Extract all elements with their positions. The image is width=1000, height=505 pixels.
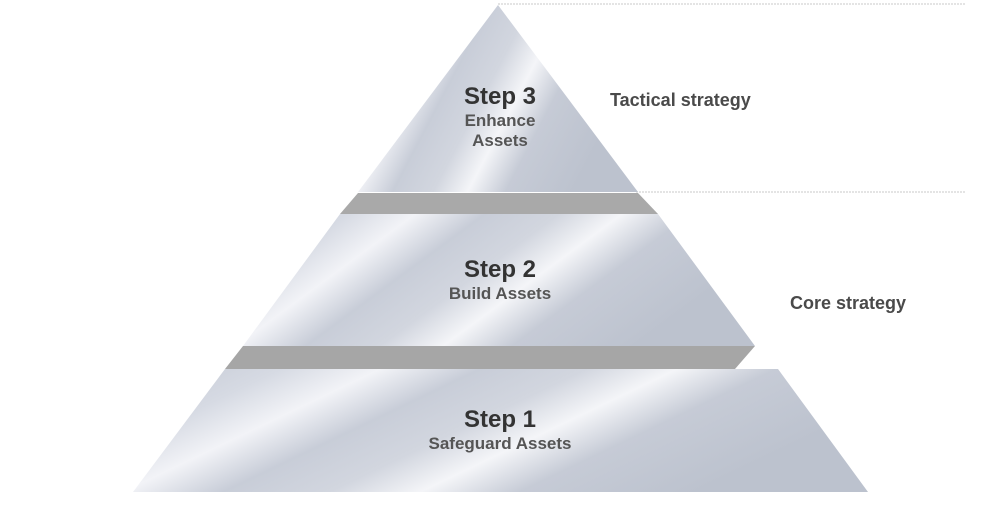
tactical-strategy-label: Tactical strategy: [610, 90, 751, 110]
tier-step-2-shape: [243, 214, 755, 346]
tier-step-1-shape: [133, 369, 868, 492]
separator-lower: [225, 346, 755, 369]
step-1-subtitle: Safeguard Assets: [428, 434, 572, 453]
step-3-subtitle-line-1: Enhance: [464, 111, 536, 130]
step-2-subtitle: Build Assets: [448, 284, 552, 303]
tier-step-3-label: Step 3 Enhance Assets: [430, 83, 570, 151]
tier-step-1-label: Step 1 Safeguard Assets: [380, 406, 620, 454]
core-strategy-label: Core strategy: [790, 293, 907, 313]
separator-upper: [340, 193, 658, 214]
step-3-title: Step 3: [463, 83, 537, 110]
tier-step-3-shape: [358, 5, 638, 192]
step-3-subtitle-line-2: Assets: [472, 131, 528, 150]
step-2-title: Step 2: [463, 256, 537, 283]
tier-step-2-label: Step 2 Build Assets: [400, 256, 600, 304]
step-1-title: Step 1: [463, 406, 537, 433]
